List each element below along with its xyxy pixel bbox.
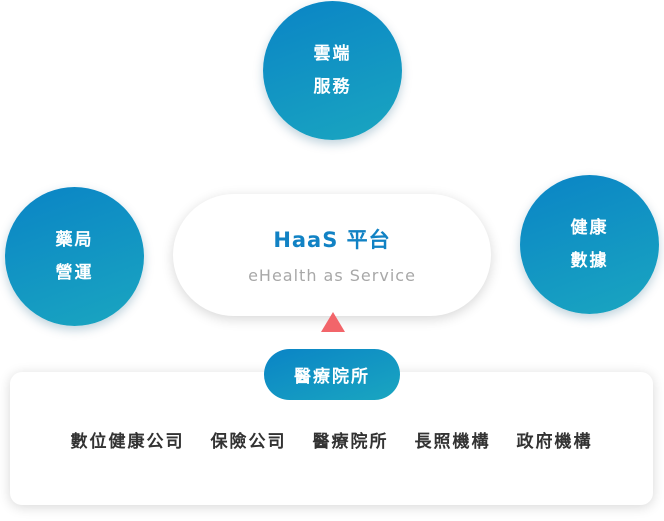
- providers-list: 數位健康公司 保險公司 醫療院所 長照機構 政府機構: [10, 427, 653, 457]
- node-cloud-services-line2: 服務: [313, 76, 352, 97]
- arrow-up-icon: [321, 312, 345, 332]
- provider-item: 醫療院所: [312, 432, 389, 452]
- provider-item: 數位健康公司: [70, 432, 185, 452]
- provider-item: 長照機構: [414, 432, 491, 452]
- node-pharmacy-operations: 藥局 營運: [5, 187, 144, 326]
- provider-item: 保險公司: [210, 432, 287, 452]
- node-pharmacy-operations-line1: 藥局: [55, 229, 94, 250]
- node-health-data-line1: 健康: [570, 217, 609, 238]
- provider-item: 政府機構: [516, 432, 593, 452]
- platform-title: HaaS 平台: [273, 227, 391, 252]
- providers-label: 醫療院所: [264, 349, 400, 400]
- haas-platform-node: HaaS 平台 eHealth as Service: [173, 194, 491, 316]
- node-pharmacy-operations-line2: 營運: [55, 262, 94, 283]
- node-cloud-services-line1: 雲端: [313, 43, 352, 64]
- node-health-data-line2: 數據: [570, 250, 609, 271]
- node-health-data: 健康 數據: [520, 175, 659, 314]
- node-cloud-services: 雲端 服務: [263, 1, 402, 140]
- platform-subtitle: eHealth as Service: [248, 265, 416, 285]
